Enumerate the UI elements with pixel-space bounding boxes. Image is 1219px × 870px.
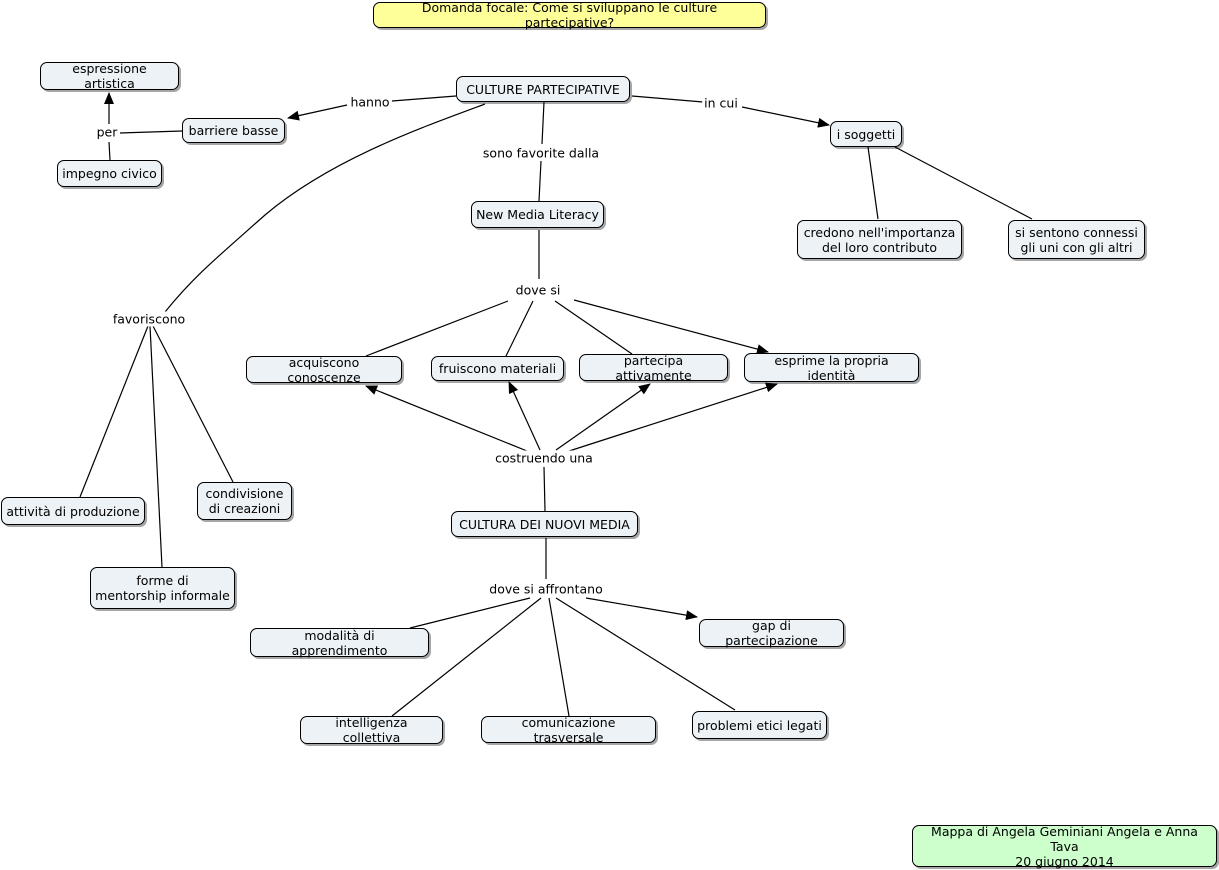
- concept-esprime-identita[interactable]: esprime la propria identità: [744, 353, 919, 383]
- connector-affrontano-gap: [585, 597, 698, 621]
- focus-question: Domanda focale: Come si sviluppano le cu…: [373, 0, 766, 30]
- connector-cultura-costruendo: [543, 466, 546, 512]
- link-label-dove-si: dove si: [513, 282, 563, 298]
- concept-culture-partecipative[interactable]: CULTURE PARTECIPATIVE: [456, 76, 630, 102]
- concept-si-sentono-connessi[interactable]: si sentono connessi gli uni con gli altr…: [1008, 220, 1145, 259]
- concept-problemi-etici[interactable]: problemi etici legati: [692, 711, 827, 739]
- connector-favoriscono-condivisione: [152, 325, 234, 483]
- connector-culture-incui: [631, 95, 704, 103]
- concept-fruiscono-materiali[interactable]: fruiscono materiali: [431, 356, 564, 381]
- connector-dovesi-partecipa: [554, 300, 633, 355]
- connector-hanno-barriere: [287, 104, 348, 121]
- link-label-in-cui: in cui: [702, 95, 740, 111]
- concept-new-media-literacy[interactable]: New Media Literacy: [471, 201, 604, 228]
- link-label-dove-si-affrontano: dove si affrontano: [487, 581, 605, 597]
- credit-box: Mappa di Angela Geminiani Angela e Anna …: [912, 824, 1217, 869]
- link-label-favoriscono: favoriscono: [110, 311, 188, 327]
- concept-intelligenza-collettiva[interactable]: intelligenza collettiva: [300, 715, 443, 745]
- concept-forme-mentorship[interactable]: forme di mentorship informale: [90, 567, 235, 609]
- connector-soggetti-sentono: [894, 146, 1033, 220]
- connector-dovesi-fruiscono: [505, 300, 534, 357]
- concept-acquiscono-conoscenze[interactable]: acquiscono conoscenze: [246, 355, 402, 385]
- connector-impegno-per: [108, 141, 111, 161]
- concept-cultura-nuovi-media[interactable]: CULTURA DEI NUOVI MEDIA: [451, 511, 638, 537]
- concept-condivisione-creazioni[interactable]: condivisione di creazioni: [197, 482, 292, 520]
- connector-culture-favoriscono: [164, 103, 486, 313]
- connector-dovesi-acquiscono: [365, 300, 509, 357]
- connector-dovesi-esprime: [573, 299, 769, 354]
- connector-favoriscono-forme: [149, 325, 163, 568]
- concept-attivita-produzione[interactable]: attività di produzione: [1, 497, 145, 525]
- link-label-costruendo: costruendo una: [493, 450, 595, 466]
- link-label-per: per: [94, 124, 120, 140]
- connector-culture-hanno: [391, 95, 457, 102]
- connector-culture-favorite: [541, 101, 545, 145]
- connector-barriere-per: [119, 130, 183, 134]
- link-label-hanno: hanno: [348, 94, 392, 110]
- concept-credono-importanza[interactable]: credono nell'importanza del loro contrib…: [797, 220, 962, 259]
- concept-espressione-artistica[interactable]: espressione artistica: [40, 61, 179, 91]
- connector-costruendo-partecipa: [555, 383, 651, 451]
- concept-partecipa-attivamente[interactable]: partecipa attivamente: [579, 353, 728, 383]
- connector-affrontano-modalita: [409, 597, 531, 629]
- link-label-sono-favorite: sono favorite dalla: [480, 145, 602, 161]
- concept-comunicazione-trasversale[interactable]: comunicazione trasversale: [481, 715, 656, 745]
- connector-affrontano-problemi: [555, 597, 736, 711]
- concept-gap-partecipazione[interactable]: gap di partecipazione: [699, 618, 844, 648]
- connector-affrontano-comunicazione: [548, 597, 570, 717]
- connector-favoriscono-attivita: [79, 325, 149, 498]
- connector-favorite-nml: [538, 160, 542, 202]
- concept-impegno-civico[interactable]: impegno civico: [57, 160, 162, 187]
- connector-costruendo-esprime: [565, 382, 778, 453]
- concept-barriere-basse[interactable]: barriere basse: [182, 118, 285, 143]
- concept-modalita-apprendimento[interactable]: modalità di apprendimento: [250, 628, 429, 658]
- connector-soggetti-credono: [867, 146, 879, 220]
- connector-affrontano-intelligenza: [391, 597, 542, 717]
- connector-incui-soggetti: [741, 106, 830, 128]
- concept-i-soggetti[interactable]: i soggetti: [830, 121, 902, 147]
- connector-costruendo-acquiscono: [365, 385, 528, 452]
- connector-costruendo-fruiscono: [508, 381, 541, 451]
